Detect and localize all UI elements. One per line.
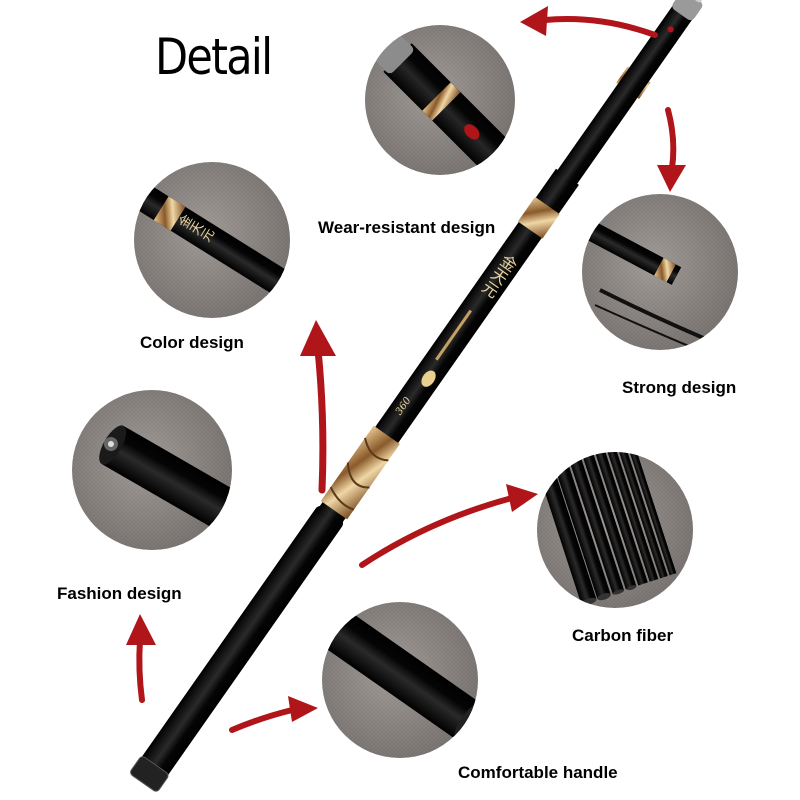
label-color: Color design xyxy=(140,333,244,352)
fishing-rod: 金天元 360 xyxy=(130,0,705,792)
label-carbon: Carbon fiber xyxy=(572,626,674,645)
rod-handle xyxy=(132,505,344,790)
detail-handle xyxy=(322,602,478,758)
label-handle: Comfortable handle xyxy=(458,763,618,782)
detail-carbon xyxy=(537,452,693,608)
arrow-to-wear-icon xyxy=(520,6,658,38)
detail-fashion xyxy=(72,390,232,550)
arrow-to-strong-icon xyxy=(657,107,686,192)
page-title: Detail xyxy=(155,28,273,86)
rod-top-section xyxy=(554,2,695,188)
label-wear-resistant: Wear-resistant design xyxy=(318,218,496,237)
arrow-to-carbon-icon xyxy=(359,484,538,568)
arrow-to-handle-icon xyxy=(229,696,318,733)
gold-band-upper xyxy=(517,196,560,239)
detail-wear-resistant xyxy=(365,25,515,175)
label-fashion: Fashion design xyxy=(57,584,182,603)
arrow-to-fashion-icon xyxy=(126,614,156,703)
detail-strong xyxy=(582,194,738,350)
gold-band-lower xyxy=(320,425,400,520)
detail-color: 金天元 xyxy=(134,162,290,318)
label-strong: Strong design xyxy=(622,378,737,397)
arrow-to-color-icon xyxy=(300,320,336,494)
arrows xyxy=(126,6,686,733)
